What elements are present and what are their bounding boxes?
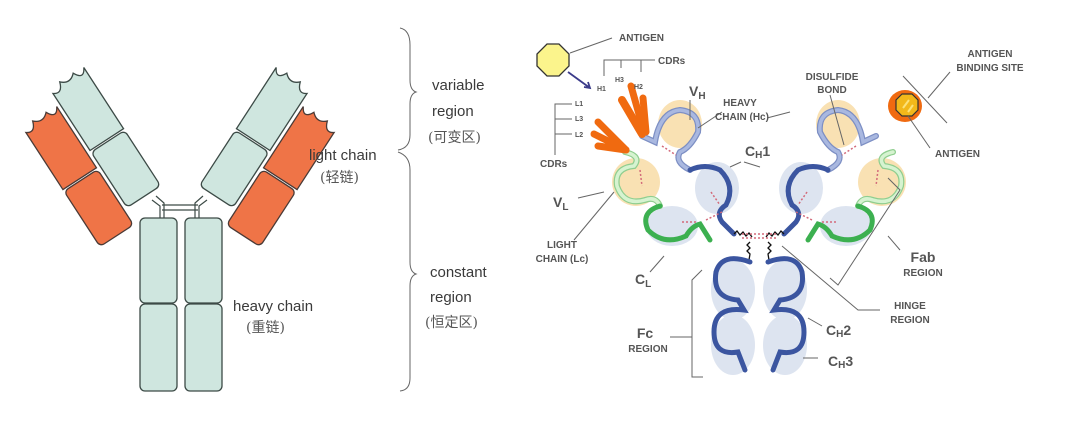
left-half-antibody xyxy=(612,100,759,375)
constant-region-label-2: region xyxy=(430,289,472,306)
antigen-binding-site-right xyxy=(888,90,922,122)
cl-label: CL xyxy=(635,271,651,290)
l1-label: L1 xyxy=(575,101,583,108)
variable-region-label-cn: (可变区) xyxy=(428,130,481,146)
fab-region-label-2: REGION xyxy=(903,268,942,279)
antigen-binding-site-label-2: BINDING SITE xyxy=(956,63,1024,74)
disulfide-bond-label: DISULFIDE xyxy=(806,72,859,83)
hinge-region-label-2: REGION xyxy=(890,315,929,326)
heavy-chain-label-2: CHAIN (Hc) xyxy=(715,112,769,123)
ch1-label: CH1 xyxy=(745,143,770,161)
cdr-loops-left xyxy=(590,82,650,154)
variable-region-brace xyxy=(397,27,418,151)
variable-region-label-2: region xyxy=(432,103,474,120)
cdrs-label-top: CDRs xyxy=(658,56,686,67)
leader-lines xyxy=(554,37,951,378)
h3-label: H3 xyxy=(615,77,624,84)
variable-region-label: variable xyxy=(432,77,485,94)
antigen-label-right: ANTIGEN xyxy=(935,149,980,160)
light-chain-label-2: CHAIN (Lc) xyxy=(536,254,589,265)
light-chain-label: light chain xyxy=(309,147,377,164)
fab-region-label: Fab xyxy=(911,249,936,265)
antigen-icon xyxy=(536,43,570,77)
l2-label: L2 xyxy=(575,132,583,139)
constant-region-brace xyxy=(397,151,418,392)
fc-region-label-2: REGION xyxy=(628,344,667,355)
heavy-chain-stem xyxy=(139,217,223,392)
disulfide-bond-label-2: BOND xyxy=(817,85,846,96)
heavy-chain-label: heavy chain xyxy=(233,298,313,315)
right-arm xyxy=(200,67,336,246)
fc-region-label: Fc xyxy=(637,325,654,341)
ch2-label: CH2 xyxy=(826,322,851,340)
heavy-chain-label-cn: (重链) xyxy=(246,320,285,336)
light-chain-label-cn: (轻链) xyxy=(320,170,359,186)
h2-label: H2 xyxy=(634,84,643,91)
light-chain-label: LIGHT xyxy=(547,240,577,251)
ch3-label: CH3 xyxy=(828,353,853,371)
vl-label: VL xyxy=(553,194,568,213)
antigen-arrow-icon xyxy=(567,71,592,90)
h1-label: H1 xyxy=(597,86,606,93)
left-arm xyxy=(24,67,160,246)
constant-region-label-cn: (恒定区) xyxy=(425,315,478,331)
right-antibody-detailed: ANTIGEN CDRs H1 H3 H2 L1 L3 L2 CDRs VH H… xyxy=(536,33,1024,377)
cdrs-label-left: CDRs xyxy=(540,159,568,170)
left-antibody-schematic: variable region (可变区) light chain (轻链) h… xyxy=(24,27,488,392)
hinge xyxy=(151,195,208,218)
antigen-bound-icon xyxy=(895,93,919,117)
l3-label: L3 xyxy=(575,116,583,123)
heavy-chain-label: HEAVY xyxy=(723,98,757,109)
antigen-label-top: ANTIGEN xyxy=(619,33,664,44)
constant-region-label: constant xyxy=(430,264,488,281)
vh-label: VH xyxy=(689,83,706,102)
antigen-binding-site-label: ANTIGEN xyxy=(968,49,1013,60)
hinge-region-label: HINGE xyxy=(894,301,926,312)
